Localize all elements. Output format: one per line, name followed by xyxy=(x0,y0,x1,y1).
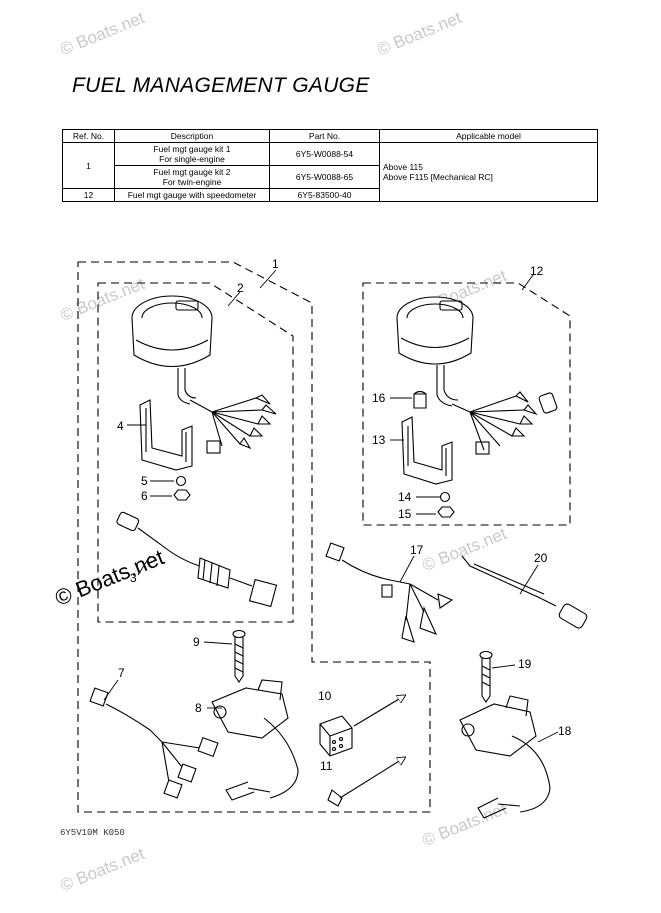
callout-1: 1 xyxy=(272,257,279,271)
sensor-cable xyxy=(116,511,278,608)
pitot-sensor-8 xyxy=(211,679,299,801)
callout-4: 4 xyxy=(117,419,124,433)
screw-19 xyxy=(479,650,493,703)
nut-15 xyxy=(437,506,455,518)
callout-20: 20 xyxy=(534,551,548,565)
desc-line: Fuel mgt gauge kit 2 xyxy=(153,167,231,177)
callout-3: 3 xyxy=(130,571,137,585)
harness-right xyxy=(451,391,558,455)
harness-left xyxy=(189,394,277,454)
callout-2: 2 xyxy=(237,281,244,295)
callout-16: 16 xyxy=(372,391,386,405)
model-line: Above F115 [Mechanical RC] xyxy=(383,172,493,182)
table-row: 1 Fuel mgt gauge kit 1 For single-engine… xyxy=(62,142,598,202)
part-cell: 6Y5-W0088-54 xyxy=(269,142,380,166)
desc-cell: Fuel mgt gauge kit 2 For twin-engine xyxy=(114,165,270,189)
callout-5: 5 xyxy=(141,474,148,488)
callout-18: 18 xyxy=(558,724,572,738)
cable-20 xyxy=(461,555,588,629)
callout-6: 6 xyxy=(141,489,148,503)
callout-11: 11 xyxy=(320,759,333,773)
bracket-left xyxy=(139,399,193,471)
kit1-boundary xyxy=(77,261,431,813)
callout-7: 7 xyxy=(118,666,125,680)
connector-10 xyxy=(319,696,404,757)
callout-10: 10 xyxy=(318,689,332,703)
callout-15: 15 xyxy=(398,507,412,521)
pin-11 xyxy=(327,758,404,807)
callout-17: 17 xyxy=(410,543,424,557)
callout-13: 13 xyxy=(372,433,386,447)
callout-12: 12 xyxy=(530,264,544,278)
screw-9 xyxy=(232,629,246,683)
page-title: FUEL MANAGEMENT GAUGE xyxy=(72,74,370,97)
desc-line: Fuel mgt gauge kit 1 xyxy=(153,144,231,154)
bracket-right xyxy=(401,416,453,485)
callout-9: 9 xyxy=(193,635,200,649)
callout-8: 8 xyxy=(195,701,202,715)
washer-5 xyxy=(175,475,187,487)
kit2-boundary xyxy=(97,282,294,623)
model-cell: Above 115 Above F115 [Mechanical RC] xyxy=(379,142,598,202)
gauge-right xyxy=(396,296,474,407)
part-cell: 6Y5-83500-40 xyxy=(269,188,380,202)
harness-7 xyxy=(89,687,219,799)
callout-19: 19 xyxy=(518,657,532,671)
nut-6 xyxy=(173,489,191,501)
washer-14 xyxy=(439,491,451,503)
desc-line: For single-engine xyxy=(159,154,225,164)
diagram-code: 6Y5V10M K050 xyxy=(60,828,125,838)
sensor-16 xyxy=(413,390,427,409)
desc-cell: Fuel mgt gauge kit 1 For single-engine xyxy=(114,142,270,166)
harness-17 xyxy=(325,542,454,643)
pitot-sensor-18 xyxy=(459,695,551,819)
callout-14: 14 xyxy=(398,490,412,504)
gauge-left xyxy=(131,295,213,405)
ref-cell: 1 xyxy=(62,142,115,189)
parts-table: Ref. No. Description Part No. Applicable… xyxy=(62,129,598,202)
desc-line: For twin-engine xyxy=(162,177,222,187)
table-row: Fuel mgt gauge kit 2 For twin-engine 6Y5… xyxy=(63,165,598,189)
model-line: Above 115 xyxy=(383,162,424,172)
table-row: 12 Fuel mgt gauge with speedometer 6Y5-8… xyxy=(62,188,598,202)
